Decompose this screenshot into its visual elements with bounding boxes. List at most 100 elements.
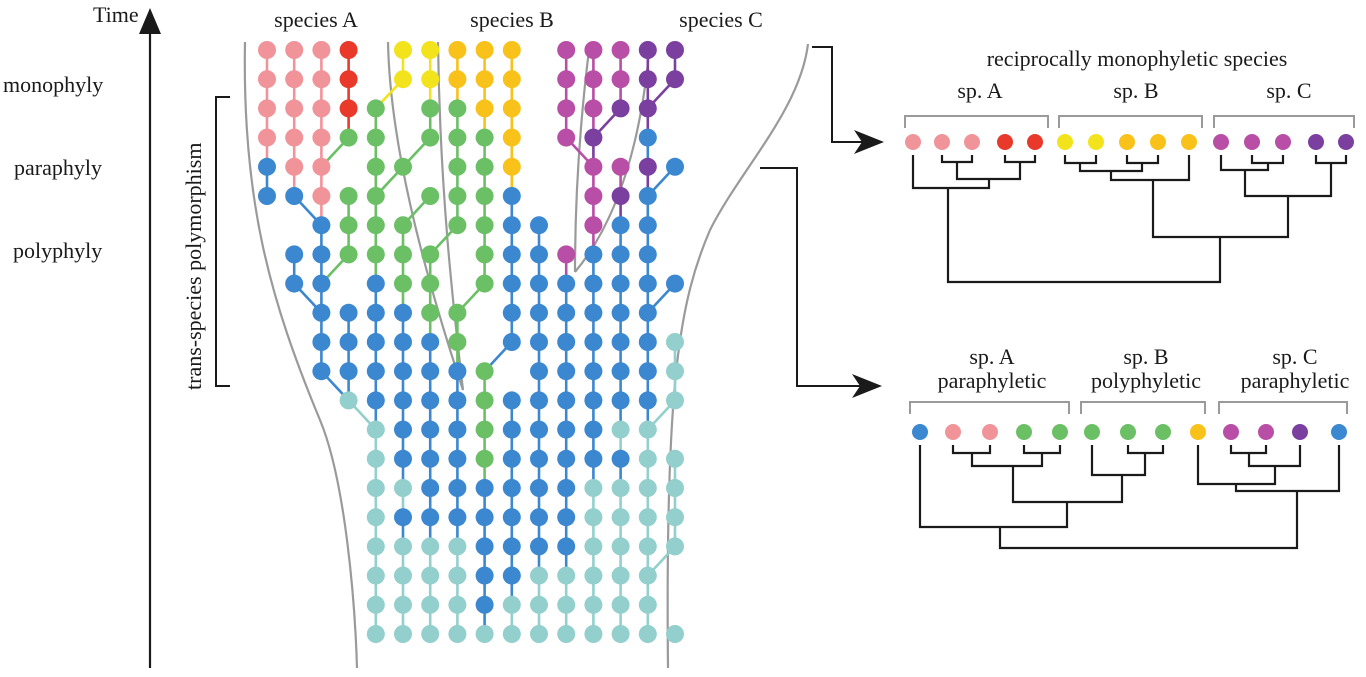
tree-tip — [934, 134, 950, 150]
gene-copy-node — [475, 566, 494, 585]
gene-copy-node — [666, 157, 684, 176]
gene-copy-node — [666, 391, 684, 410]
gene-copy-node — [421, 566, 440, 585]
gene-copy-node — [448, 303, 467, 322]
gene-copy-node — [421, 595, 440, 614]
gene-copy-node — [638, 449, 657, 468]
gene-copy-node — [421, 245, 440, 264]
gene-copy-node — [285, 187, 304, 205]
gene-copy-node — [638, 99, 657, 118]
gene-copy-node — [638, 625, 657, 643]
gene-copy-node — [584, 566, 603, 585]
gene-copy-node — [366, 508, 385, 527]
species-header-b: species B — [470, 7, 554, 32]
time-axis-label: Time — [93, 2, 139, 27]
tree-branch — [1109, 155, 1191, 182]
gene-copy-node — [502, 41, 521, 59]
gene-copy-node — [475, 479, 494, 497]
gene-copy-node — [475, 99, 494, 118]
tree-tip — [1223, 424, 1239, 440]
gene-copy-node — [448, 187, 467, 205]
gene-copy-node — [448, 70, 467, 89]
boundary-left — [243, 41, 359, 669]
gene-copy-node — [394, 70, 412, 89]
gene-copy-node — [475, 245, 494, 264]
gene-copy-node — [584, 303, 603, 322]
gene-copy-node — [557, 508, 576, 527]
gene-copy-node — [502, 595, 521, 614]
gene-copy-node — [366, 333, 385, 351]
tree-tip — [1027, 134, 1043, 150]
gene-copy-node — [448, 41, 467, 59]
gene-copy-node — [475, 362, 494, 381]
gene-copy-node — [502, 157, 521, 176]
gene-copy-node — [666, 625, 684, 643]
gene-copy-node — [285, 70, 304, 89]
tree-branch — [1314, 155, 1348, 165]
tree-tip — [982, 424, 998, 440]
gene-copy-node — [394, 595, 412, 614]
gene-copy-node — [366, 157, 385, 176]
connector-arrows — [760, 46, 884, 398]
gene-copy-node — [366, 449, 385, 468]
gene-copy-node — [312, 216, 331, 235]
gene-copy-node — [584, 479, 603, 497]
gene-copy-node — [557, 420, 576, 439]
paraphyletic-tree — [909, 401, 1348, 550]
tree-tip — [1213, 134, 1229, 150]
gene-copy-node — [638, 479, 657, 497]
gene-copy-node — [584, 625, 603, 643]
gene-copy-node — [475, 157, 494, 176]
gene-copy-node — [557, 449, 576, 468]
gene-copy-node — [339, 303, 358, 322]
boundary-c-right — [666, 43, 810, 669]
gene-copy-node — [611, 99, 630, 118]
gene-copy-node — [258, 99, 276, 118]
gene-copy-node — [312, 303, 331, 322]
boundary-b-left — [436, 41, 465, 391]
gene-copy-node — [530, 274, 548, 293]
tree-tip — [997, 134, 1013, 150]
gene-copy-node — [502, 187, 521, 205]
gene-copy-node — [502, 274, 521, 293]
arrow-to-paraphyletic-tree — [760, 167, 860, 387]
tree2-group-status-c: paraphyletic — [1240, 368, 1350, 393]
gene-copy-node — [448, 625, 467, 643]
gene-copy-node — [285, 157, 304, 176]
gene-copy-node — [584, 508, 603, 527]
gene-copy-node — [394, 216, 412, 235]
species-group-bracket — [1218, 401, 1348, 414]
gene-copy-node — [448, 128, 467, 147]
tree-branch — [1229, 445, 1268, 455]
gene-copy-node — [638, 595, 657, 614]
gene-copy-node — [584, 128, 603, 147]
tree-tip — [1308, 134, 1324, 150]
gene-copy-node — [312, 274, 331, 293]
gene-copy-node — [421, 625, 440, 643]
gene-copy-node — [502, 391, 521, 410]
gene-copy-node — [339, 362, 358, 381]
gene-copy-node — [530, 362, 548, 381]
gene-copy-node — [421, 41, 440, 59]
tree2-group-status-b: polyphyletic — [1091, 368, 1201, 393]
gene-copy-node — [448, 216, 467, 235]
tree-tip — [1119, 134, 1135, 150]
gene-copy-node — [611, 245, 630, 264]
gene-copy-node — [611, 274, 630, 293]
gene-copy-node — [557, 128, 576, 147]
gene-copy-node — [530, 508, 548, 527]
gene-copy-node — [285, 41, 304, 59]
gene-copy-node — [366, 128, 385, 147]
gene-copy-node — [394, 245, 412, 264]
gene-copy-node — [666, 508, 684, 527]
tree-tip — [1016, 424, 1032, 440]
gene-copy-node — [285, 128, 304, 147]
gene-copy-node — [448, 595, 467, 614]
tree-tip — [1275, 134, 1291, 150]
tree-tip — [1292, 424, 1308, 440]
tree1-group-label-a: sp. A — [957, 78, 1003, 103]
tree-branch — [940, 155, 974, 164]
gene-copy-node — [611, 157, 630, 176]
gene-copy-node — [394, 420, 412, 439]
gene-copy-node — [557, 625, 576, 643]
